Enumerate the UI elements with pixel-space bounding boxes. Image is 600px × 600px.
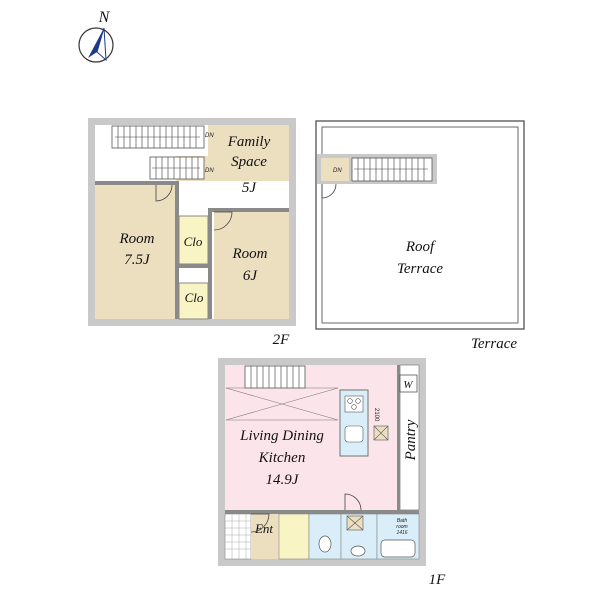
sink-icon bbox=[344, 425, 364, 443]
stairs-upper-dn-label: DN bbox=[205, 133, 214, 139]
terrace-outer bbox=[315, 120, 525, 330]
floor-1f: W 2100 Living Dining Kitchen 14.9J Pantr… bbox=[218, 358, 446, 588]
2f-floor-label: 2F bbox=[273, 332, 291, 348]
closet-upper-label: Clo bbox=[184, 234, 203, 249]
family-space-label-2: Space bbox=[231, 154, 267, 170]
kitchen-dim: 2100 bbox=[373, 408, 379, 422]
terrace-stairs-dn-label: DN bbox=[333, 168, 342, 174]
void-cross bbox=[225, 387, 339, 421]
entrance-tile bbox=[224, 513, 252, 560]
stairs-lower-dn-label: DN bbox=[205, 168, 214, 174]
roof-terrace-label-1: Roof bbox=[405, 239, 436, 255]
room-right-label: Room bbox=[232, 246, 268, 262]
washer-space bbox=[399, 374, 418, 393]
family-space-area bbox=[208, 125, 289, 181]
north-arrow-icon bbox=[88, 28, 104, 58]
toilet-icon bbox=[318, 535, 332, 553]
terrace-inner bbox=[321, 126, 519, 324]
bathroom-label-2: room bbox=[396, 524, 407, 530]
compass: N bbox=[78, 9, 114, 63]
terrace-floor-label: Terrace bbox=[471, 336, 517, 352]
closet-lower-area bbox=[178, 282, 209, 320]
north-arrow-shadow-icon bbox=[96, 27, 107, 62]
terrace-door bbox=[321, 183, 337, 199]
stove-icon bbox=[344, 395, 364, 413]
room-left-size: 7.5J bbox=[124, 252, 151, 268]
bathroom-label-1: Bath bbox=[397, 518, 408, 524]
closet-lower-label: Clo bbox=[185, 290, 204, 305]
washer-mark-icon bbox=[346, 515, 364, 531]
family-space-size: 5J bbox=[242, 180, 258, 196]
front-door bbox=[250, 513, 270, 533]
pantry-label: Pantry bbox=[403, 419, 419, 461]
family-space-label-1: Family bbox=[227, 134, 271, 150]
shoe-closet bbox=[278, 513, 310, 560]
room-right-area bbox=[214, 212, 289, 319]
1f-floor-label: 1F bbox=[429, 572, 447, 588]
ldk-label-2: Kitchen bbox=[258, 450, 306, 466]
bathtub-icon bbox=[380, 539, 416, 558]
terrace-plan: DN Roof Terrace Terrace bbox=[315, 120, 525, 352]
door-room-left bbox=[155, 184, 173, 202]
north-label: N bbox=[98, 9, 111, 26]
door-room-right bbox=[213, 211, 233, 231]
2f-stairs-upper: DN bbox=[111, 125, 214, 149]
door-ldk bbox=[344, 493, 362, 511]
bathroom-label-3: 1416 bbox=[396, 530, 407, 536]
ldk-size: 14.9J bbox=[266, 472, 300, 488]
basin-icon bbox=[350, 545, 366, 557]
entrance-label: Ent bbox=[254, 521, 273, 536]
ldk-label-1: Living Dining bbox=[239, 428, 324, 444]
compass-ring bbox=[78, 27, 114, 63]
room-right-size: 6J bbox=[243, 268, 259, 284]
room-left-label: Room bbox=[119, 231, 155, 247]
room-left-area bbox=[95, 185, 175, 319]
roof-terrace-label-2: Terrace bbox=[397, 261, 443, 277]
2f-stairs-lower: DN bbox=[149, 156, 214, 180]
entrance-area bbox=[251, 514, 279, 559]
washer-label: W bbox=[403, 379, 413, 391]
floor-2f: DN DN Family Space 5J Room 7.5J Room 6J … bbox=[88, 118, 296, 348]
